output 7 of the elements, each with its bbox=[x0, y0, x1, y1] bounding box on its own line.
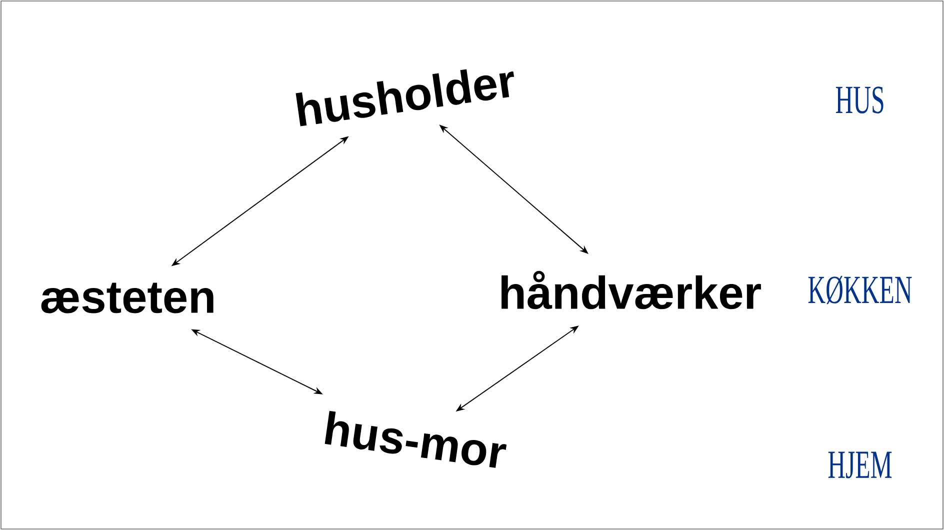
heading-word: KØKKEN bbox=[808, 276, 912, 304]
heading-word: HUS bbox=[836, 86, 884, 114]
word-label: husholder bbox=[296, 69, 514, 126]
word-label: æsteten bbox=[41, 282, 214, 314]
word-label: håndværker bbox=[502, 270, 761, 310]
heading-word: HJEM bbox=[828, 452, 892, 478]
word-label: hus-mor bbox=[324, 410, 507, 468]
